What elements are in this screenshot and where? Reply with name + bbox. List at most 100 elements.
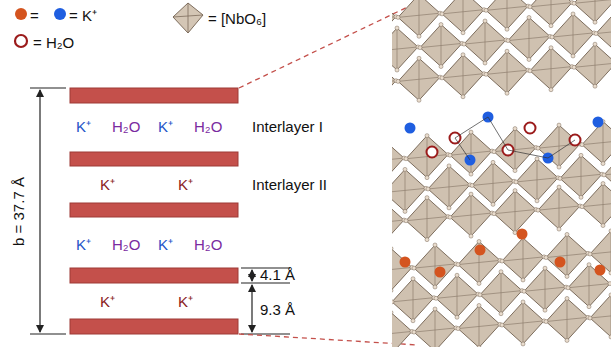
oxygen-atom [565,338,569,342]
octahedron-edge [552,33,594,37]
octahedron-edge [392,331,412,335]
oxygen-atom [588,252,592,256]
oxygen-atom [513,169,517,173]
oxygen-atom [500,323,504,327]
dimension-label: b = 37.7 Å [11,177,26,246]
octahedron-edge [486,6,528,10]
oxygen-atom [544,320,548,324]
oxygen-atom [528,5,532,9]
octahedron-edge [486,70,528,74]
oxygen-atom [593,42,597,46]
octahedron-edge [392,298,434,302]
nbo6-octahedron [582,122,611,164]
oxygen-atom [412,266,416,270]
octahedron-edge [392,47,418,51]
oxygen-atom [447,206,451,210]
octahedron-edge [392,188,426,192]
interlayer-label: Interlayer I [252,119,323,134]
dimension-label: 9.3 Å [260,302,295,317]
zoom-lines [239,2,418,345]
oxygen-atom [565,296,569,300]
oxygen-atom [558,176,562,180]
oxygen-atom [491,160,495,164]
ion-label: K⁺ [76,119,91,134]
oxygen-atom [440,76,444,80]
octahedron-sample [173,3,203,33]
oxygen-atom [477,239,481,243]
bond-line [548,140,575,158]
oxygen-atom [609,293,611,297]
oxygen-atom [425,238,429,242]
potassium-ion [593,117,604,128]
nbo6-octahedron [546,234,588,276]
oxygen-atom [484,8,488,12]
water-molecule [525,123,536,134]
oxygen-atom [477,281,481,285]
dimension-b [30,88,66,334]
oxygen-atom [609,335,611,339]
oxygen-atom [601,182,605,186]
potassium-ion [405,123,416,134]
nbo6-octahedron [508,17,550,59]
octahedron-edge [508,36,550,40]
oxygen-atom [469,130,473,134]
oxygen-atom [492,150,496,154]
octahedron-edge [414,328,456,332]
legend-text: = [NbO₆] [208,11,266,26]
oxygen-atom [500,259,504,263]
oxygen-atom [566,286,570,290]
octahedron-edge [480,291,522,295]
oxygen-atom [395,68,399,72]
octahedron-edge [458,260,500,264]
oxygen-atom [434,296,438,300]
oxygen-atom [572,65,576,69]
nbo6-octahedron [392,313,412,347]
water-label: H₂O [112,237,140,252]
octahedron-edge [420,43,462,47]
bond-line [488,117,508,150]
nbo6-octahedron [406,136,448,178]
oxygen-atom [461,31,465,35]
potassium-ion [435,267,446,278]
oxygen-atom [528,69,532,73]
octahedron-edge [524,287,566,291]
nbo6-octahedron [458,241,500,283]
nbo6-octahedron [552,14,594,56]
octahedron-edge [435,309,436,347]
nbo6-octahedron [392,279,434,321]
oxygen-atom [535,157,539,161]
oxygen-atom [588,316,592,320]
octahedron-edge [546,253,588,257]
oxygen-atom [483,19,487,23]
oxygen-atom [461,53,465,57]
octahedron-edge [392,267,412,271]
oxygen-atom [593,84,597,88]
oxygen-atom [392,289,393,293]
octahedron-edge [551,0,552,26]
legend-text: = K⁺ [69,8,97,23]
water-molecule [427,147,438,158]
oxygen-atom [557,227,561,231]
octahedron-edge [458,324,500,328]
oxygen-atom [505,49,509,53]
oxygen-atom [447,164,451,168]
oxygen-atom [543,266,547,270]
ion-label: K⁺ [76,237,91,252]
octahedron-edge [502,257,544,261]
ion-label: K⁺ [178,294,193,309]
oxygen-atom [425,196,429,200]
oxygen-atom [403,167,407,171]
octahedron-edge [507,0,508,29]
ion-label: K⁺ [100,177,115,192]
nbo6-octahedron [502,302,544,344]
octahedron-edge [590,250,611,254]
oxygen-atom [484,72,488,76]
oxygen-atom [417,98,421,102]
octahedron-edge [582,140,611,144]
oxygen-atom [513,127,517,131]
ion-label: K⁺ [178,177,193,192]
oxygen-atom [557,185,561,189]
oxygen-atom [608,282,611,286]
oxygen-atom [456,327,460,331]
oxygen-atom [469,234,473,238]
